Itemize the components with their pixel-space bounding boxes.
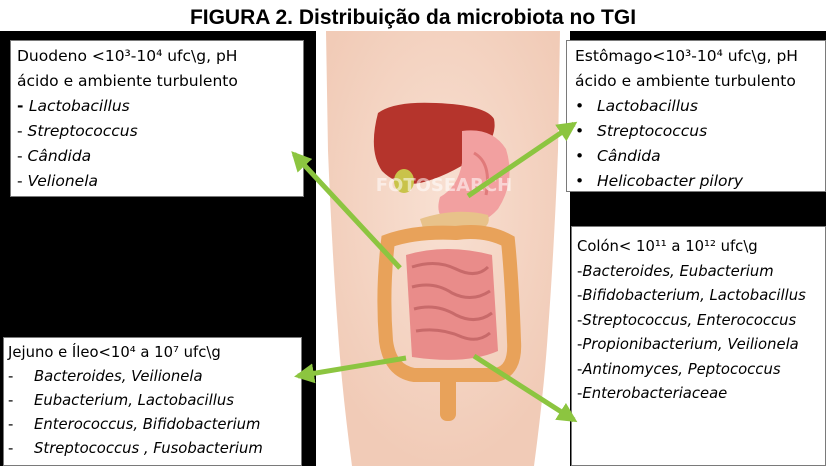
arrow-colon	[474, 356, 574, 420]
arrow-jejuno	[298, 358, 406, 376]
arrow-estomago	[468, 124, 574, 196]
arrow-duodeno	[294, 154, 400, 268]
